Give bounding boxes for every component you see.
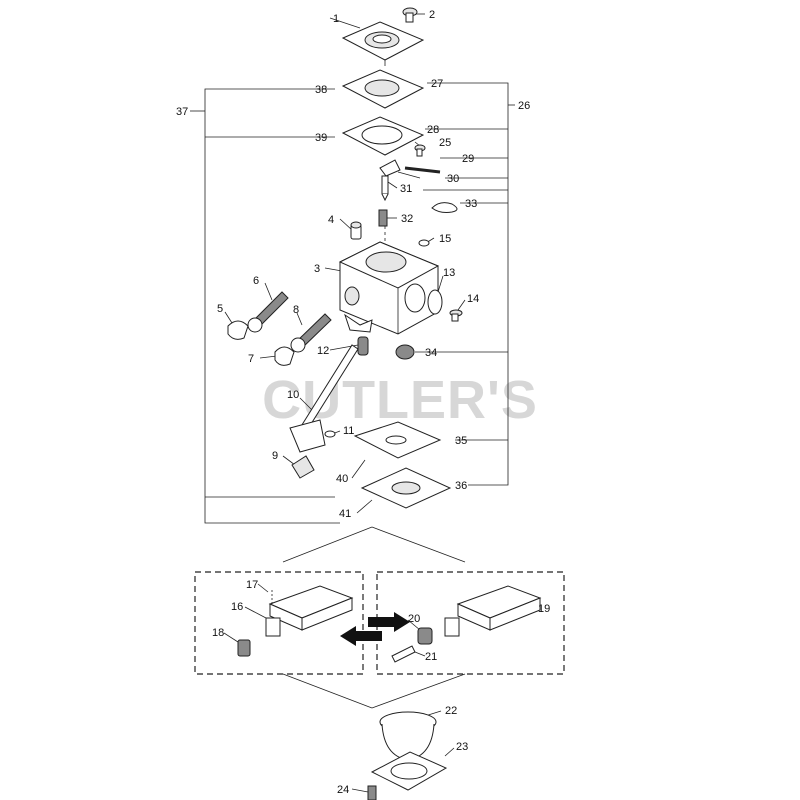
- callout-12: 12: [317, 345, 329, 357]
- part-needle-screw-8: [290, 313, 332, 353]
- part-screw-2: [402, 7, 418, 23]
- callout-3: 3: [314, 263, 320, 275]
- callout-6: 6: [253, 275, 259, 287]
- part-screw-14: [449, 309, 463, 322]
- part-spring-32: [378, 209, 388, 245]
- part-pump-cover: [341, 21, 425, 66]
- callout-27: 27: [431, 78, 443, 90]
- callout-9: 9: [272, 450, 278, 462]
- part-cap-5: [227, 320, 249, 340]
- detail-box-right: [376, 571, 565, 675]
- callout-4: 4: [328, 214, 334, 226]
- part-clip-33: [431, 202, 458, 213]
- detail-box-left: [194, 571, 364, 675]
- callout-30: 30: [447, 173, 459, 185]
- callout-2: 2: [429, 9, 435, 21]
- part-washer-11: [324, 430, 336, 438]
- part-washer-15: [418, 239, 430, 247]
- part-needle-screw-6: [247, 291, 289, 333]
- callout-19: 19: [538, 603, 550, 615]
- callout-36: 36: [455, 480, 467, 492]
- part-gasket-28: [341, 116, 425, 156]
- callout-41: 41: [339, 508, 351, 520]
- callout-39: 39: [315, 132, 327, 144]
- callout-labels: 1 2 38 27 26 37 39 28 25 29 30 31 33 4 3…: [176, 9, 550, 796]
- part-screw-9: [291, 455, 315, 479]
- part-gasket-35: [353, 421, 442, 459]
- callout-11: 11: [343, 425, 354, 437]
- callout-29: 29: [462, 153, 474, 165]
- callout-5: 5: [217, 303, 223, 315]
- part-diaphragm-13: [427, 289, 443, 315]
- callout-31: 31: [400, 183, 412, 195]
- part-diaphragm-36: [360, 467, 452, 509]
- callout-32: 32: [401, 213, 413, 225]
- callout-17: 17: [246, 579, 258, 591]
- callout-16: 16: [231, 601, 243, 613]
- callout-33: 33: [465, 198, 477, 210]
- callout-14: 14: [467, 293, 479, 305]
- callout-25: 25: [439, 137, 451, 149]
- callout-15: 15: [439, 233, 451, 245]
- callout-38: 38: [315, 84, 327, 96]
- callout-26: 26: [518, 100, 530, 112]
- callout-13: 13: [443, 267, 455, 279]
- callout-8: 8: [293, 304, 299, 316]
- part-pin-29: [379, 159, 441, 177]
- part-flange: [370, 751, 448, 791]
- callout-10: 10: [287, 389, 299, 401]
- callout-40: 40: [336, 473, 348, 485]
- callout-21: 21: [425, 651, 437, 663]
- callout-1: 1: [333, 13, 339, 25]
- part-plug-34: [395, 344, 415, 360]
- callout-35: 35: [455, 435, 467, 447]
- callout-20: 20: [408, 613, 420, 625]
- part-carburetor-body: [338, 241, 440, 335]
- part-primer-bulb: [379, 711, 437, 761]
- callout-22: 22: [445, 705, 457, 717]
- part-needle-31: [381, 175, 389, 202]
- callout-37: 37: [176, 106, 188, 118]
- part-plug-4: [350, 221, 362, 240]
- swap-arrow: [340, 612, 410, 646]
- part-screw-25: [414, 144, 426, 157]
- callout-7: 7: [248, 353, 254, 365]
- callout-24: 24: [337, 784, 349, 796]
- part-throttle-shaft: [289, 344, 359, 453]
- part-diaphragm-27: [341, 69, 425, 109]
- callout-28: 28: [427, 124, 439, 136]
- part-spring-12: [357, 336, 369, 356]
- callout-34: 34: [425, 347, 437, 359]
- callout-23: 23: [456, 741, 468, 753]
- part-screw-24: [367, 785, 377, 800]
- part-cap-7: [274, 346, 295, 366]
- watermark: CUTLER'S: [262, 370, 538, 430]
- callout-18: 18: [212, 627, 224, 639]
